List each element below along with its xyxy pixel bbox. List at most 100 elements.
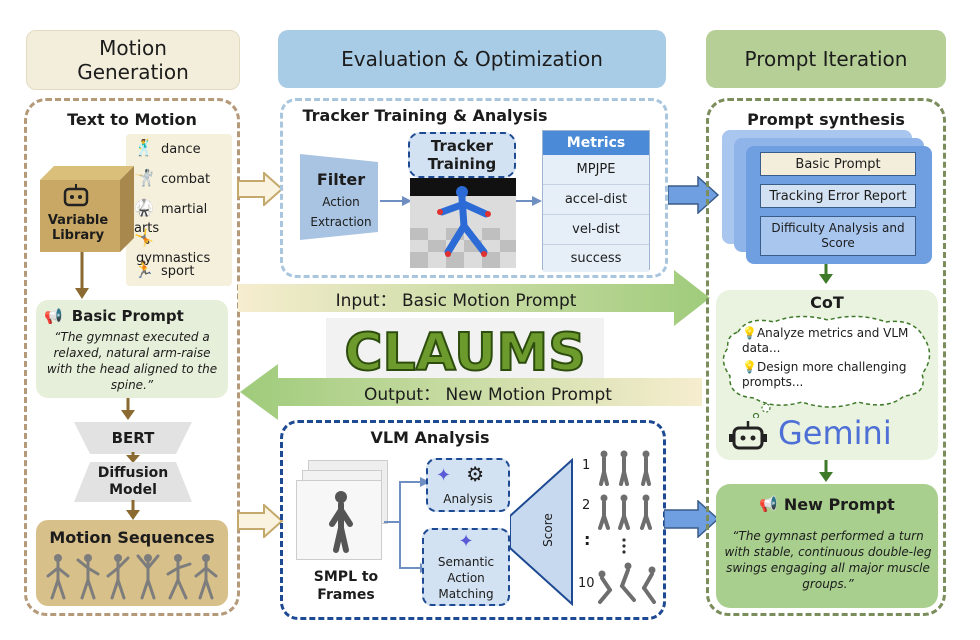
claums-logo: CLAUMS [326, 318, 604, 378]
header-evaluation: Evaluation & Optimization [278, 30, 666, 88]
filter-subtitle: Action Extraction [310, 195, 372, 229]
arrow-sequences-to-smpl [237, 504, 284, 538]
basic-prompt-box [36, 300, 228, 398]
arrow-diffusion-to-sequences [126, 500, 140, 520]
svg-text:CLAUMS: CLAUMS [344, 323, 585, 378]
gemini-wordmark: Gemini [778, 414, 892, 452]
synthesis-item-difficulty: Difficulty Analysis and Score [760, 216, 916, 256]
synthesis-item-basic-prompt: Basic Prompt [760, 152, 916, 176]
motion-sequences-box [36, 520, 228, 606]
filter-title: Filter [316, 169, 366, 189]
fighter-icon: 🤺 [134, 168, 154, 187]
basic-prompt-title: Basic Prompt [71, 307, 184, 325]
metric-row: vel-dist [543, 215, 649, 245]
synthesis-item-tracking-error: Tracking Error Report [760, 184, 916, 208]
category-dance: 🕺 dance [134, 138, 201, 157]
cot-line-2: 💡Design more challenging prompts... [742, 360, 907, 389]
robot-icon [60, 182, 92, 208]
motion-figures [46, 554, 218, 600]
output-label: Output： New Motion Prompt [364, 384, 612, 405]
new-prompt-title: New Prompt [783, 494, 895, 514]
arrow-synthesis-to-cot [819, 264, 833, 284]
gemini-star-icon: ✦ [458, 530, 474, 552]
rank-1: 1 [582, 458, 591, 473]
gemini-star-icon: ✦ [436, 465, 452, 486]
category-martial-arts: 🥋 martial arts [134, 198, 208, 236]
arrow-cot-to-new-prompt [819, 460, 833, 482]
prompt-synthesis-title: Prompt synthesis [747, 109, 905, 129]
metric-row: success [543, 245, 649, 272]
analysis-label: Analysis [443, 492, 493, 506]
martial-arts-icon: 🥋 [134, 198, 154, 217]
prompt-iteration-panel [706, 98, 946, 616]
smpl-figure [329, 491, 353, 553]
vlm-title: VLM Analysis [370, 427, 490, 447]
analysis-box [426, 458, 510, 512]
header-prompt-iteration: Prompt Iteration [706, 30, 946, 88]
score-label: Score [541, 513, 555, 547]
cot-title: CoT [810, 292, 844, 312]
text-to-motion-panel [24, 98, 240, 616]
gemini-robot-icon [726, 418, 770, 452]
diffusion-label: Diffusion Model [97, 465, 169, 498]
header-motion-generation-text: Motion Generation [77, 36, 189, 84]
lightbulb-icon: 💡 [742, 360, 757, 374]
smpl-label: SMPL to Frames [313, 569, 379, 603]
cot-line-1: 💡Analyze metrics and VLM data... [742, 326, 909, 355]
bert-shape [74, 422, 192, 454]
new-prompt-header: 📢 New Prompt [716, 492, 938, 516]
input-arrow [238, 270, 710, 326]
arrow-training-to-metrics [516, 196, 542, 206]
analysis-icons: ✦ ⚙ [436, 462, 506, 488]
lightbulb-icon: 💡 [742, 326, 757, 340]
ranked-figures [598, 450, 656, 604]
metrics-header: Metrics [543, 131, 649, 155]
matching-box [422, 528, 510, 606]
megaphone-icon: 📢 [44, 307, 63, 325]
arrow-filter-to-training [380, 196, 412, 206]
variable-library-label: Variable Library [47, 213, 109, 243]
category-list: 🕺 dance 🤺 combat 🥋 martial arts 🤸 gymnas… [134, 138, 234, 286]
input-label: Input： Basic Motion Prompt [335, 290, 577, 311]
header-prompt-iteration-text: Prompt Iteration [744, 47, 908, 71]
category-panel [126, 134, 232, 286]
tracker-training-title: Tracker Training [408, 132, 516, 178]
rank-ellipsis: : [584, 530, 591, 549]
new-prompt-text: “The gymnast performed a turn with stabl… [724, 529, 932, 591]
score-funnel [510, 458, 573, 606]
gymnast-icon: 🤸 [134, 228, 154, 247]
metric-row: accel-dist [543, 185, 649, 215]
header-motion-generation: Motion Generation [26, 30, 240, 90]
thought-cloud [722, 315, 931, 418]
openai-icon: ⚙ [466, 462, 485, 486]
arrow-library-to-filter [237, 172, 284, 206]
output-arrow [240, 364, 702, 420]
diffusion-shape [74, 462, 192, 502]
arrow-library-to-prompt [75, 252, 89, 299]
header-evaluation-text: Evaluation & Optimization [341, 47, 603, 71]
matching-label: Semantic Action Matching [437, 555, 495, 601]
filter-shape [300, 154, 378, 240]
category-gymnastics: 🤸 gymnastics [134, 228, 211, 266]
new-prompt-box [716, 484, 938, 608]
category-combat: 🤺 combat [134, 168, 211, 187]
motion-sequences-title: Motion Sequences [49, 527, 215, 547]
matching-icon: ✦ [422, 530, 510, 552]
dancer-icon: 🕺 [134, 138, 154, 157]
category-sport: 🏃 sport [134, 260, 195, 279]
tracker-panel [280, 98, 668, 278]
bert-label: BERT [111, 429, 155, 447]
basic-prompt-header: 📢 Basic Prompt [44, 306, 224, 328]
text-to-motion-title: Text to Motion [67, 109, 197, 129]
rank-10: 10 [578, 576, 595, 591]
metrics-table: Metrics MPJPE accel-dist vel-dist succes… [542, 130, 650, 272]
tracker-title: Tracker Training & Analysis [302, 105, 548, 125]
arrow-bert-to-diffusion [126, 452, 140, 463]
metric-row: MPJPE [543, 155, 649, 185]
basic-prompt-text: “The gymnast executed a relaxed, natural… [46, 330, 218, 392]
rank-2: 2 [582, 498, 591, 513]
tracker-render [410, 178, 516, 268]
megaphone-icon: 📢 [759, 495, 778, 513]
runner-icon: 🏃 [134, 260, 154, 279]
arrow-prompt-to-bert [121, 398, 135, 420]
